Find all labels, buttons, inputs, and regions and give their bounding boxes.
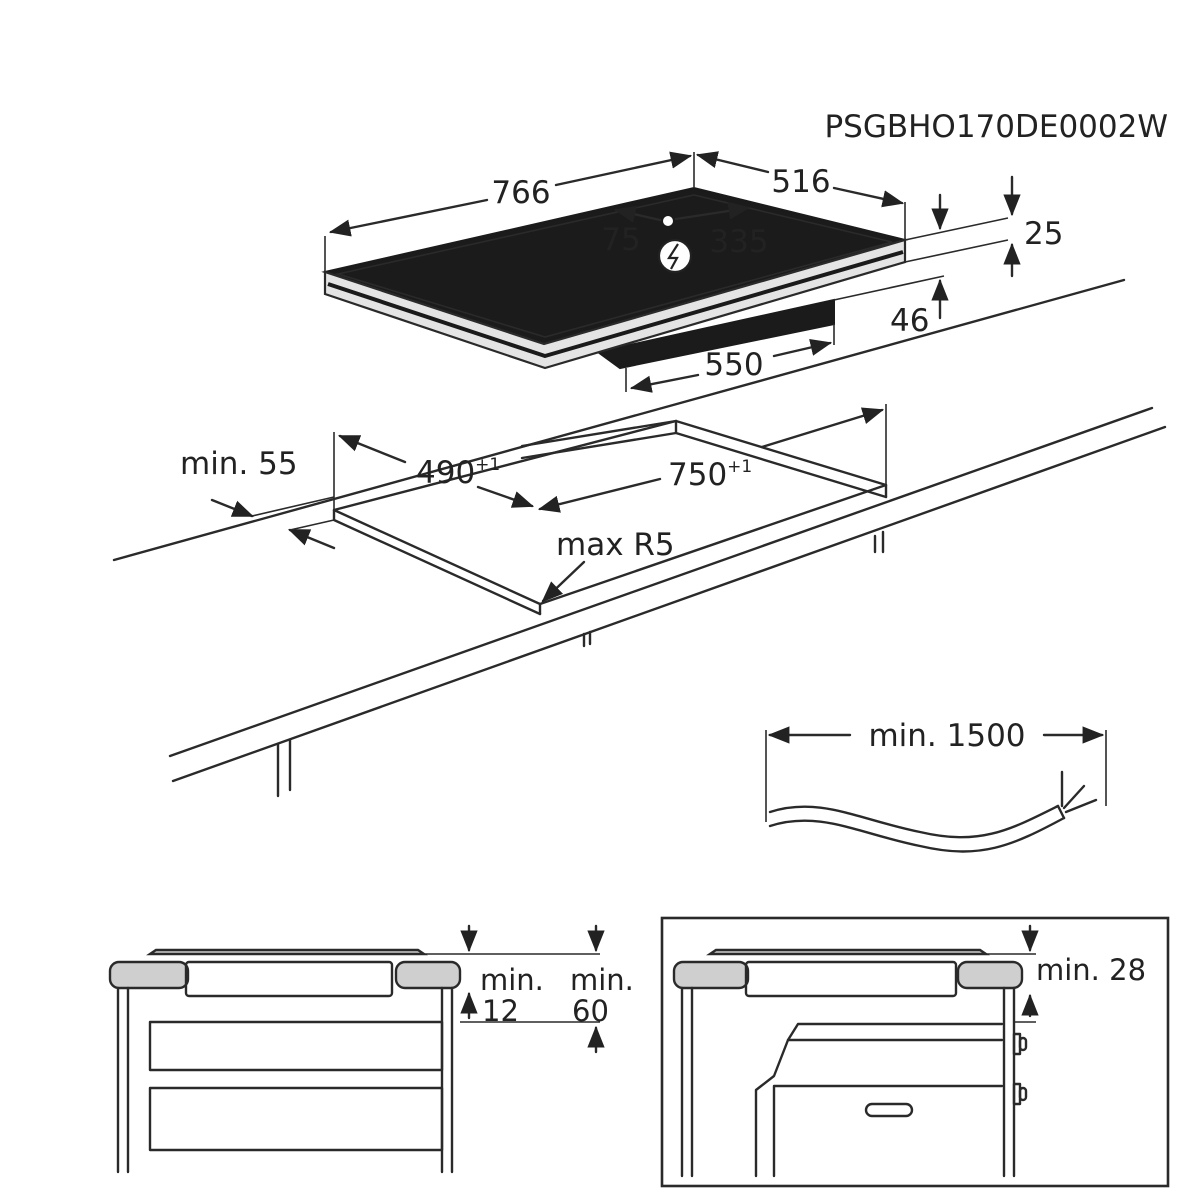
- gap-a-line1: min.: [480, 963, 544, 997]
- front-gap-label: min. 55: [180, 446, 298, 482]
- cutout: [332, 419, 888, 616]
- conn-left-label: 75: [601, 222, 640, 258]
- oven-section-frame: [660, 916, 1170, 1188]
- oven: [754, 1022, 1004, 1178]
- worktop-left-oven: [672, 960, 750, 990]
- dim-box-width: 550: [625, 324, 835, 393]
- box-width-label: 550: [704, 347, 763, 383]
- dim-hob-depth: 516: [695, 151, 906, 240]
- oven-gap-label: min. 28: [1036, 953, 1146, 987]
- thickness-label: 25: [1024, 216, 1063, 252]
- gap-b-line2: 60: [572, 994, 609, 1028]
- conn-right-label: 335: [709, 224, 768, 260]
- hob-width-label: 766: [491, 175, 550, 211]
- hob-glass-section: [146, 948, 428, 956]
- hob-body-section-oven: [744, 960, 958, 998]
- gap-a-line2: 12: [482, 994, 519, 1028]
- section-drawer-cabinet: min. 12 min. 60: [108, 924, 634, 1174]
- worktop-right: [394, 960, 462, 990]
- cable-drawing: min. 1500: [765, 718, 1107, 853]
- dim-front-gap: min. 55: [180, 446, 336, 550]
- gap-b-line1: min.: [570, 963, 634, 997]
- svg-text:490+1: 490+1: [416, 455, 500, 491]
- oven-handle: [864, 1102, 914, 1118]
- worktop: [112, 278, 1167, 798]
- hob-glass-section-oven: [706, 948, 990, 956]
- hob-drawing: [321, 186, 909, 370]
- cutout-width-label: 750: [668, 457, 727, 493]
- model-code: PSGBHO170DE0002W: [824, 109, 1168, 145]
- power-connection-icon: [657, 238, 693, 274]
- dim-cutout-width: 750+1: [537, 404, 887, 513]
- cutout-depth-label: 490: [416, 455, 475, 491]
- dim-corner-radius: max R5: [541, 527, 675, 603]
- dim-box-height: 46: [833, 275, 949, 339]
- drawer-upper: [148, 1020, 444, 1072]
- cable-length-label: min. 1500: [868, 718, 1025, 754]
- dim-connection: 75 335: [601, 202, 769, 274]
- dim-cutout-depth: 490+1: [333, 432, 535, 510]
- dim-thickness: 25: [904, 175, 1063, 278]
- hob-depth-label: 516: [771, 164, 830, 200]
- dim-hob-width: 766: [324, 151, 695, 272]
- corner-radius-label: max R5: [556, 527, 675, 563]
- drawer-lower: [148, 1086, 444, 1152]
- worktop-left: [108, 960, 190, 990]
- worktop-right-oven: [956, 960, 1024, 990]
- svg-text:750+1: 750+1: [668, 457, 752, 493]
- cable: [768, 804, 1060, 839]
- cutout-opening: [332, 419, 888, 606]
- section-oven-cabinet: min. 28: [660, 916, 1170, 1188]
- cutout-width-tol: +1: [727, 457, 752, 477]
- cutout-depth-tol: +1: [475, 455, 500, 475]
- box-height-label: 46: [890, 303, 929, 339]
- hob-body-section: [184, 960, 394, 998]
